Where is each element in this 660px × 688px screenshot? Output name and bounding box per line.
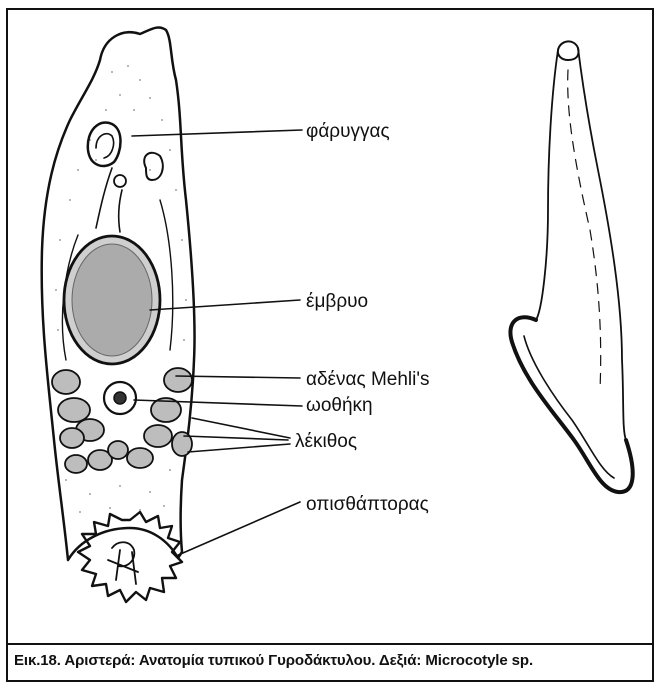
leader-lines	[132, 130, 302, 556]
microcotyle-haptor	[510, 317, 632, 492]
opisthaptor	[78, 512, 182, 602]
label-pharynx: φάρυγγας	[306, 121, 390, 142]
label-opisthaptor: οπισθάπτορας	[306, 494, 429, 515]
caption-right-label: Δεξιά:	[379, 652, 421, 669]
opisthaptor-hooks	[108, 542, 138, 584]
small-vesicle	[114, 175, 126, 187]
pharynx-inner	[96, 134, 114, 158]
gyrodactylus-drawing	[42, 27, 302, 602]
caption-separator	[6, 643, 654, 645]
microcotyle-head	[558, 41, 579, 60]
duct-right	[119, 190, 122, 232]
microcotyle-body-right	[578, 48, 626, 440]
embryo-inner	[72, 244, 152, 356]
pharynx	[88, 122, 121, 166]
caption-prefix: Εικ.18. Αριστερά:	[14, 652, 135, 669]
labels: φάρυγγας έμβρυο αδένας Mehli's ωοθήκη λέ…	[295, 121, 429, 515]
caption-right-text: Microcotyle sp.	[425, 652, 533, 669]
inner-wall-right	[160, 200, 173, 350]
label-mehlis-gland: αδένας Mehli's	[306, 369, 429, 390]
label-embryo: έμβρυο	[306, 291, 368, 312]
figure-caption: Εικ.18. Αριστερά: Ανατομία τυπικού Γυροδ…	[14, 652, 654, 669]
microcotyle-body-left	[536, 50, 558, 320]
label-ootype: ωοθήκη	[306, 395, 373, 416]
vitellaria-cells	[52, 368, 192, 473]
microcotyle-inner-line	[568, 70, 601, 390]
side-organ	[144, 153, 163, 180]
microcotyle-drawing	[510, 41, 632, 492]
ootype-nucleus	[114, 392, 126, 404]
caption-left-text: Ανατομία τυπικού Γυροδάκτυλου.	[139, 652, 376, 669]
label-vitellaria: λέκιθος	[295, 431, 357, 452]
duct-left	[96, 168, 112, 228]
